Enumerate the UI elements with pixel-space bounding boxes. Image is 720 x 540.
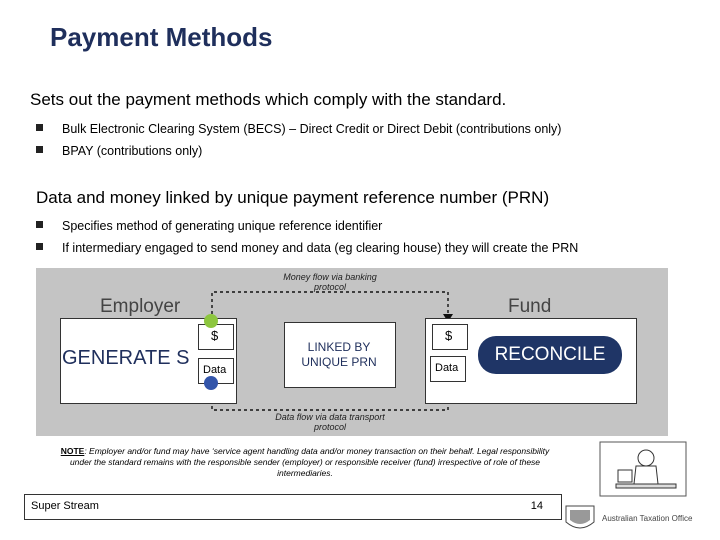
section-2-bullet-1: Specifies method of generating unique re…	[62, 219, 383, 233]
page-number: 14	[530, 500, 543, 512]
ato-logo-text: Australian Taxation Office	[602, 514, 693, 523]
generate-label: GENERATE S	[62, 347, 190, 369]
data-label: Data	[203, 364, 227, 376]
linked-label: LINKED BY UNIQUE PRN	[301, 340, 377, 369]
bullet-icon	[36, 221, 43, 228]
note-label: NOTE	[60, 446, 85, 456]
page-title: Payment Methods	[50, 22, 273, 52]
coat-of-arms-logo	[565, 505, 595, 529]
person-at-desk-illustration	[599, 441, 687, 497]
dollar-label: $	[211, 328, 219, 343]
bullet-icon	[36, 146, 43, 153]
green-dot-icon	[204, 314, 218, 328]
money-document-fund: $	[432, 324, 468, 350]
money-flow-label: Money flow via banking protocol	[283, 272, 377, 292]
note-body: : Employer and/or fund may have ‘service…	[69, 446, 550, 478]
bullet-icon	[36, 124, 43, 131]
reconcile-badge: RECONCILE	[478, 336, 622, 374]
dollar-label: $	[445, 328, 453, 343]
blue-dot-icon	[204, 376, 218, 390]
footer-left: Super Stream	[31, 500, 99, 512]
fund-label: Fund	[508, 296, 552, 317]
section-1-heading: Sets out the payment methods which compl…	[30, 90, 507, 109]
section-2-bullet-2: If intermediary engaged to send money an…	[62, 241, 579, 255]
section-1-bullet-2: BPAY (contributions only)	[62, 144, 203, 158]
data-document-fund: Data	[430, 356, 466, 382]
footer-bar: Super Stream 14	[24, 494, 562, 520]
section-1-bullet-1: Bulk Electronic Clearing System (BECS) –…	[62, 122, 562, 136]
note-text: NOTE: Employer and/or fund may have ‘ser…	[60, 446, 550, 479]
section-2-heading: Data and money linked by unique payment …	[36, 188, 550, 207]
bullet-icon	[36, 243, 43, 250]
money-document-employer: $	[198, 324, 234, 350]
data-flow-label: Data flow via data transport protocol	[275, 412, 385, 432]
data-label: Data	[435, 362, 459, 374]
employer-label: Employer	[100, 296, 181, 317]
linked-box	[284, 322, 396, 388]
